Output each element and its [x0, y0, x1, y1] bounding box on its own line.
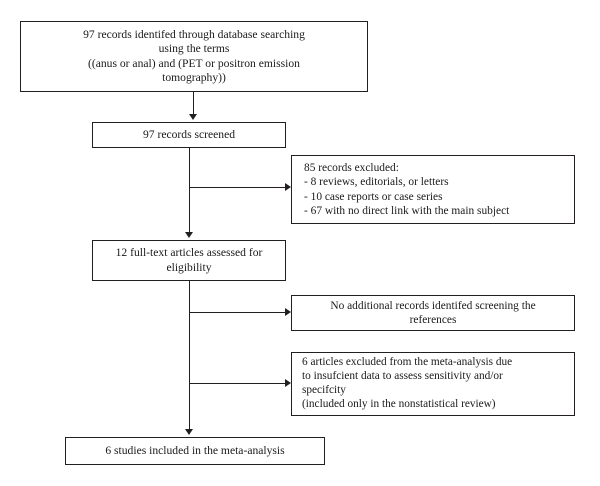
records-excluded-line-1: 85 records excluded: [304, 162, 399, 175]
connector-screened-to-excluded-line [189, 187, 287, 189]
connector-screened-to-fulltext-arrowhead-icon [184, 232, 193, 238]
studies-included-line-1: 6 studies included in the meta-analysis [105, 443, 285, 457]
box-no-additional-records: No additional records identifed screenin… [291, 295, 575, 331]
connector-fulltext-to-no-additional-line [189, 312, 287, 314]
box-records-identified: 97 records identifed through database se… [20, 21, 368, 92]
records-identified-line-4: tomography)) [162, 70, 226, 84]
articles-excluded-meta-line-2: to insufcient data to assess sensitivity… [302, 370, 503, 383]
articles-excluded-meta-line-3: specifcity [302, 384, 346, 396]
articles-excluded-meta-line-4: (included only in the nonstatistical rev… [302, 397, 496, 410]
connector-screened-to-fulltext-line [188, 148, 190, 234]
records-identified-line-1: 97 records identifed through database se… [83, 28, 305, 41]
box-studies-included: 6 studies included in the meta-analysis [65, 437, 325, 465]
records-identified-line-2: using the terms [158, 42, 230, 56]
box-articles-excluded-meta-analysis: 6 articles excluded from the meta-analys… [291, 352, 575, 416]
no-additional-records-line-2: references [409, 314, 457, 326]
records-excluded-line-2: - 8 reviews, editorials, or letters [304, 176, 449, 189]
connector-fulltext-to-included-arrowhead-icon [184, 429, 193, 435]
connector-screened-to-excluded-arrowhead-icon [285, 183, 291, 191]
records-identified-line-3: ((anus or anal) and (PET or positron emi… [88, 56, 300, 70]
connector-fulltext-to-no-additional-arrowhead-icon [285, 308, 291, 316]
connector-identified-to-screened-arrowhead-icon [189, 114, 197, 120]
box-fulltext-assessed: 12 full-text articles assessed for eligi… [92, 240, 286, 281]
connector-fulltext-to-excluded-meta-line [189, 383, 287, 385]
records-screened-line-1: 97 records screened [142, 127, 236, 141]
box-records-screened: 97 records screened [92, 122, 286, 148]
records-excluded-line-4: - 67 with no direct link with the main s… [304, 204, 510, 217]
connector-fulltext-to-excluded-meta-arrowhead-icon [285, 379, 291, 387]
fulltext-assessed-line-1: 12 full-text articles assessed for [115, 246, 263, 260]
fulltext-assessed-line-2: eligibility [166, 260, 212, 274]
connector-identified-to-screened-line [193, 92, 195, 116]
box-records-excluded: 85 records excluded: - 8 reviews, editor… [291, 155, 575, 224]
no-additional-records-line-1: No additional records identifed screenin… [330, 299, 536, 312]
records-excluded-line-3: - 10 case reports or case series [304, 190, 443, 203]
connector-fulltext-to-included-line [188, 281, 190, 431]
articles-excluded-meta-line-1: 6 articles excluded from the meta-analys… [302, 356, 513, 369]
